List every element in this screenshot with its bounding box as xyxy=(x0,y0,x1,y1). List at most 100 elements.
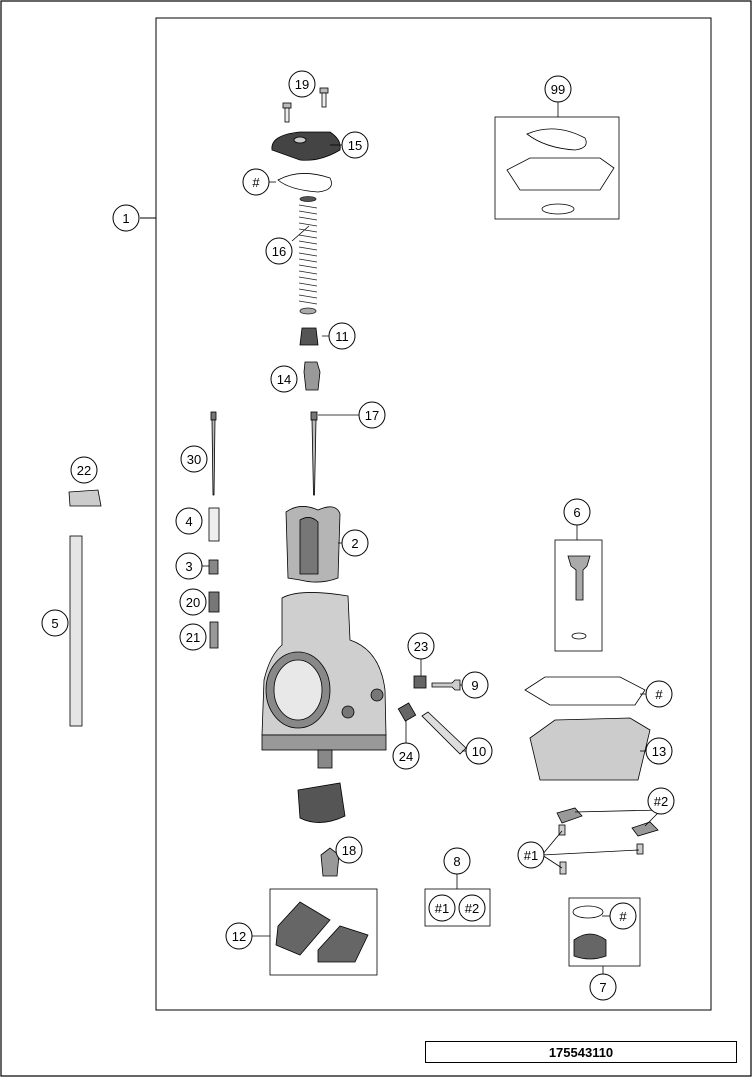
jet-part-21 xyxy=(209,621,219,649)
jet-part-3 xyxy=(208,559,219,575)
callout-10: 10 xyxy=(465,737,493,765)
document-number: 175543110 xyxy=(425,1041,737,1063)
svg-text:19: 19 xyxy=(295,77,309,92)
spring-part-16 xyxy=(298,196,318,315)
assembly-frame xyxy=(155,17,712,1011)
callout-15: 15 xyxy=(341,131,369,159)
seal-kit-box-99 xyxy=(494,116,620,220)
callout-9: 9 xyxy=(461,671,489,699)
callout-19: 19 xyxy=(288,70,316,98)
callout-22: 22 xyxy=(70,456,98,484)
svg-text:9: 9 xyxy=(471,678,478,693)
screw-part-19 xyxy=(282,87,329,123)
svg-text:24: 24 xyxy=(399,749,413,764)
svg-text:8: 8 xyxy=(453,854,460,869)
pin-part-10 xyxy=(421,711,467,755)
needle-jet-part-30 xyxy=(210,411,217,496)
svg-text:#: # xyxy=(619,909,627,924)
svg-text:#: # xyxy=(655,687,663,702)
callout-hash1-box: #1 xyxy=(428,894,456,922)
leader-lines xyxy=(202,100,662,974)
svg-text:30: 30 xyxy=(187,452,201,467)
jet-needle-part-17 xyxy=(310,411,318,496)
seal-kit-gasket xyxy=(526,128,587,151)
jet-part-20 xyxy=(208,591,220,613)
svg-text:99: 99 xyxy=(551,82,565,97)
cap-part-15 xyxy=(271,131,341,161)
tube-part-5 xyxy=(69,535,83,727)
screw-kit-box-8 xyxy=(424,888,491,927)
callout-hash2-box: #2 xyxy=(458,894,486,922)
svg-text:20: 20 xyxy=(186,595,200,610)
callout-21: 21 xyxy=(179,623,207,651)
valve-part-6 xyxy=(567,555,591,601)
carburetor-body-part xyxy=(261,592,387,769)
svg-text:13: 13 xyxy=(652,744,666,759)
bowl-screws-part xyxy=(556,807,659,875)
callout-12: 12 xyxy=(225,922,253,950)
bowl-gasket-part xyxy=(524,676,646,706)
callout-3: 3 xyxy=(175,552,203,580)
screw-part-24 xyxy=(397,702,417,722)
svg-text:2: 2 xyxy=(351,536,358,551)
svg-text:22: 22 xyxy=(77,463,91,478)
clip-part-14 xyxy=(303,361,321,391)
float-needle-part-18 xyxy=(320,847,340,877)
callout-13: 13 xyxy=(645,737,673,765)
callout-20: 20 xyxy=(179,588,207,616)
float-holder-part xyxy=(297,782,346,823)
callout-2: 2 xyxy=(341,529,369,557)
gasket-part xyxy=(277,173,332,193)
drain-plug-part-7 xyxy=(573,933,607,960)
svg-text:1: 1 xyxy=(122,211,129,226)
svg-text:10: 10 xyxy=(472,744,486,759)
callout-6: 6 xyxy=(563,498,591,526)
callout-hash-bottom: # xyxy=(609,902,637,930)
svg-text:#1: #1 xyxy=(524,848,538,863)
callout-hash1-tree: #1 xyxy=(517,841,545,869)
callout-4: 4 xyxy=(175,507,203,535)
o-ring-part xyxy=(541,203,575,215)
callout-30: 30 xyxy=(180,445,208,473)
valve-box-6 xyxy=(554,539,603,652)
svg-text:12: 12 xyxy=(232,929,246,944)
callout-5: 5 xyxy=(41,609,69,637)
float-bowl-part-13 xyxy=(529,717,651,781)
svg-text:17: 17 xyxy=(365,408,379,423)
callout-8: 8 xyxy=(443,847,471,875)
callout-hash-top: # xyxy=(242,168,270,196)
svg-text:#2: #2 xyxy=(654,794,668,809)
callout-17: 17 xyxy=(358,401,386,429)
svg-text:18: 18 xyxy=(342,843,356,858)
callout-7: 7 xyxy=(589,973,617,1001)
callout-hash2-tree: #2 xyxy=(647,787,675,815)
svg-text:6: 6 xyxy=(573,505,580,520)
svg-text:15: 15 xyxy=(348,138,362,153)
callout-23: 23 xyxy=(407,632,435,660)
callout-11: 11 xyxy=(328,322,356,350)
svg-text:4: 4 xyxy=(185,514,192,529)
screw-part-23 xyxy=(413,675,427,689)
float-box-12 xyxy=(269,888,378,976)
jet-part-4 xyxy=(208,507,220,542)
plug-box-7 xyxy=(568,897,641,967)
svg-text:#1: #1 xyxy=(435,901,449,916)
callout-18: 18 xyxy=(335,836,363,864)
callout-99: 99 xyxy=(544,75,572,103)
callout-24: 24 xyxy=(392,742,420,770)
float-part-12 xyxy=(275,901,331,956)
callout-14: 14 xyxy=(270,365,298,393)
svg-text:21: 21 xyxy=(186,630,200,645)
screw-part-9 xyxy=(431,679,461,691)
callout-1: 1 xyxy=(112,204,140,232)
svg-text:#: # xyxy=(252,175,260,190)
svg-text:#2: #2 xyxy=(465,901,479,916)
float-bowl-gasket xyxy=(506,157,615,191)
svg-text:16: 16 xyxy=(272,244,286,259)
callout-hash-right: # xyxy=(645,680,673,708)
svg-text:5: 5 xyxy=(51,616,58,631)
svg-text:14: 14 xyxy=(277,372,291,387)
svg-text:23: 23 xyxy=(414,639,428,654)
